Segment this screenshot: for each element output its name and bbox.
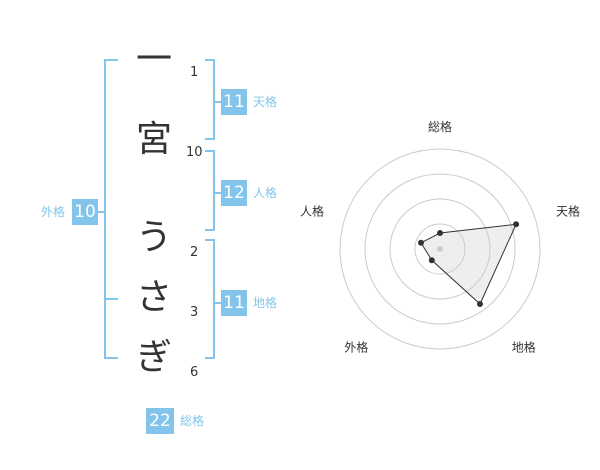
jinkaku-value-badge: 12 xyxy=(221,180,247,206)
radar-point-2 xyxy=(513,221,520,228)
stroke-count-5: 6 xyxy=(190,365,199,380)
radar-axis-label-3: 地格 xyxy=(512,340,536,355)
stroke-count-4: 3 xyxy=(190,305,199,320)
radar-axis-label-2: 天格 xyxy=(556,203,580,218)
radar-grid-ring xyxy=(364,173,516,325)
name-char-3: う xyxy=(135,217,172,258)
stroke-count-2: 10 xyxy=(186,145,203,160)
tenkaku-value-badge: 11 xyxy=(221,89,247,115)
gaikaku-label: 外格 xyxy=(41,205,66,219)
name-char-4: さ xyxy=(135,277,172,318)
radar-point-1 xyxy=(437,230,443,236)
radar-center-point xyxy=(437,246,443,252)
gaikaku-value-badge: 10 xyxy=(72,199,98,225)
radar-axis-label-4: 外格 xyxy=(344,340,368,355)
name-char-1: 一 xyxy=(135,39,172,80)
radar-axis-label-5: 人格 xyxy=(300,203,324,218)
name-char-2: 宮 xyxy=(135,119,172,160)
radar-point-4 xyxy=(428,257,435,264)
radar-series-area xyxy=(420,223,517,305)
soukaku-value-badge: 22 xyxy=(146,408,174,434)
stroke-count-1: 1 xyxy=(190,65,199,80)
radar-grid-ring xyxy=(414,223,466,275)
name-char-5: ぎ xyxy=(135,337,172,378)
chikaku-value-badge: 11 xyxy=(221,290,247,316)
soukaku-label: 総格 xyxy=(180,414,205,428)
chikaku-label: 地格 xyxy=(253,296,278,310)
jinkaku-label: 人格 xyxy=(253,186,278,200)
radar-grid-ring xyxy=(389,198,491,300)
radar-point-3 xyxy=(477,301,483,307)
radar-grid-ring xyxy=(339,148,541,350)
radar-point-5 xyxy=(418,239,424,246)
tenkaku-label: 天格 xyxy=(253,95,278,109)
stroke-count-3: 2 xyxy=(190,245,199,260)
radar-axis-label-1: 総格 xyxy=(428,119,452,134)
